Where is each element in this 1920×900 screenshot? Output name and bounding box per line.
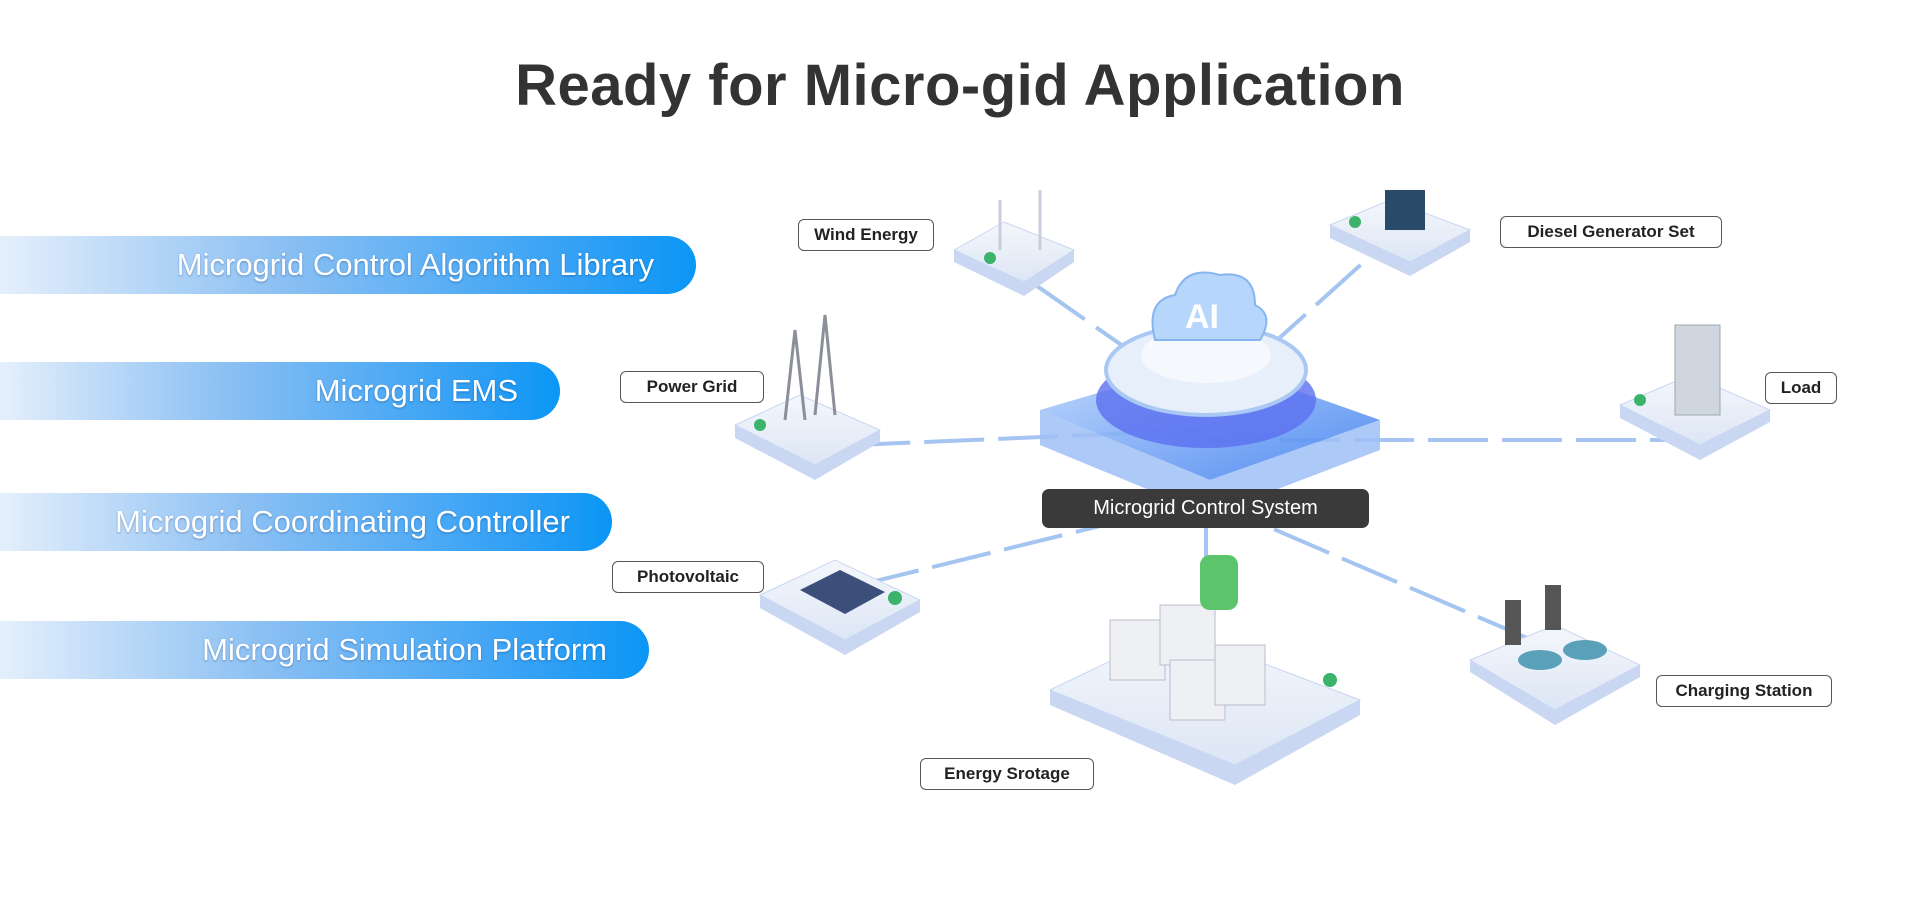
diesel-tile xyxy=(1328,190,1472,276)
label-wind-energy: Wind Energy xyxy=(798,219,934,251)
storage-tile xyxy=(1048,555,1362,785)
page-title: Ready for Micro-gid Application xyxy=(515,53,1405,118)
tiles xyxy=(733,190,1772,785)
feature-pill-algorithm-library: Microgrid Control Algorithm Library xyxy=(0,236,696,294)
label-photovoltaic: Photovoltaic xyxy=(612,561,764,593)
line-pv xyxy=(838,498,1207,592)
load-tile xyxy=(1618,324,1772,460)
label-diesel-generator: Diesel Generator Set xyxy=(1500,216,1722,248)
pv-tile xyxy=(758,559,922,655)
control-system-platform: AI xyxy=(1040,271,1380,515)
label-charging-station: Charging Station xyxy=(1656,675,1832,707)
grid-tile xyxy=(733,314,882,480)
feature-pill-simulation-platform: Microgrid Simulation Platform xyxy=(0,621,649,679)
label-energy-storage: Energy Srotage xyxy=(920,758,1094,790)
feature-pill-ems: Microgrid EMS xyxy=(0,362,560,420)
charging-tile xyxy=(1468,585,1642,725)
control-system-label: Microgrid Control System xyxy=(1042,489,1369,528)
wind-tile xyxy=(952,190,1076,296)
feature-pill-coordinating-controller: Microgrid Coordinating Controller xyxy=(0,493,612,551)
ai-badge: AI xyxy=(1185,298,1219,336)
label-power-grid: Power Grid xyxy=(620,371,764,403)
label-load: Load xyxy=(1765,372,1837,404)
line-charging xyxy=(1205,498,1556,652)
